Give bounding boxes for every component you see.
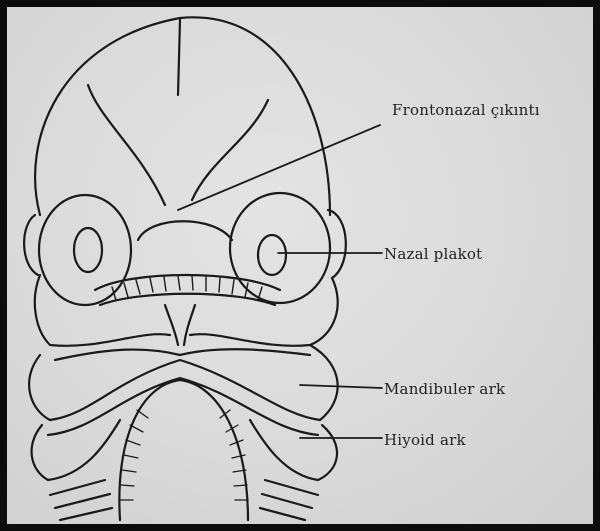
mandibular-arch-lower (50, 360, 320, 420)
left-ear-bump (24, 215, 38, 275)
left-brow-line (88, 85, 165, 205)
mandibular-arch-inner (55, 349, 310, 360)
midline-groove (178, 20, 180, 95)
label-mandibular-arch: Mandibuler ark (384, 380, 505, 398)
lower-arch-lines-right (260, 480, 318, 520)
right-nasal-region (230, 193, 330, 303)
head-outline (35, 17, 330, 215)
upper-lip-band-lower (100, 294, 275, 305)
lower-arch-lines (50, 480, 112, 520)
right-brow-line (192, 100, 268, 200)
left-nasal-pit (74, 228, 102, 272)
diagram-frame: Frontonazal çıkıntı Nazal plakot Mandibu… (7, 7, 593, 524)
frontonasal-prominence (138, 221, 232, 240)
label-hyoid-arch: Hiyoid ark (384, 431, 466, 449)
nasal-placode (258, 235, 286, 275)
hyoid-arch-right (318, 425, 337, 480)
mandibular-leader (300, 385, 382, 388)
label-frontonasal: Frontonazal çıkıntı (392, 101, 540, 119)
label-nasal-placode: Nazal plakot (384, 245, 482, 263)
philtrum (165, 305, 195, 345)
hyoid-arch (32, 425, 48, 480)
embryo-face-drawing (7, 7, 593, 524)
hyoid-arch-lower (48, 420, 120, 480)
left-nasal-region (39, 195, 131, 305)
frontonasal-leader (178, 125, 380, 210)
stomodeum (119, 380, 248, 520)
hyoid-arch-lower-right (250, 420, 318, 480)
